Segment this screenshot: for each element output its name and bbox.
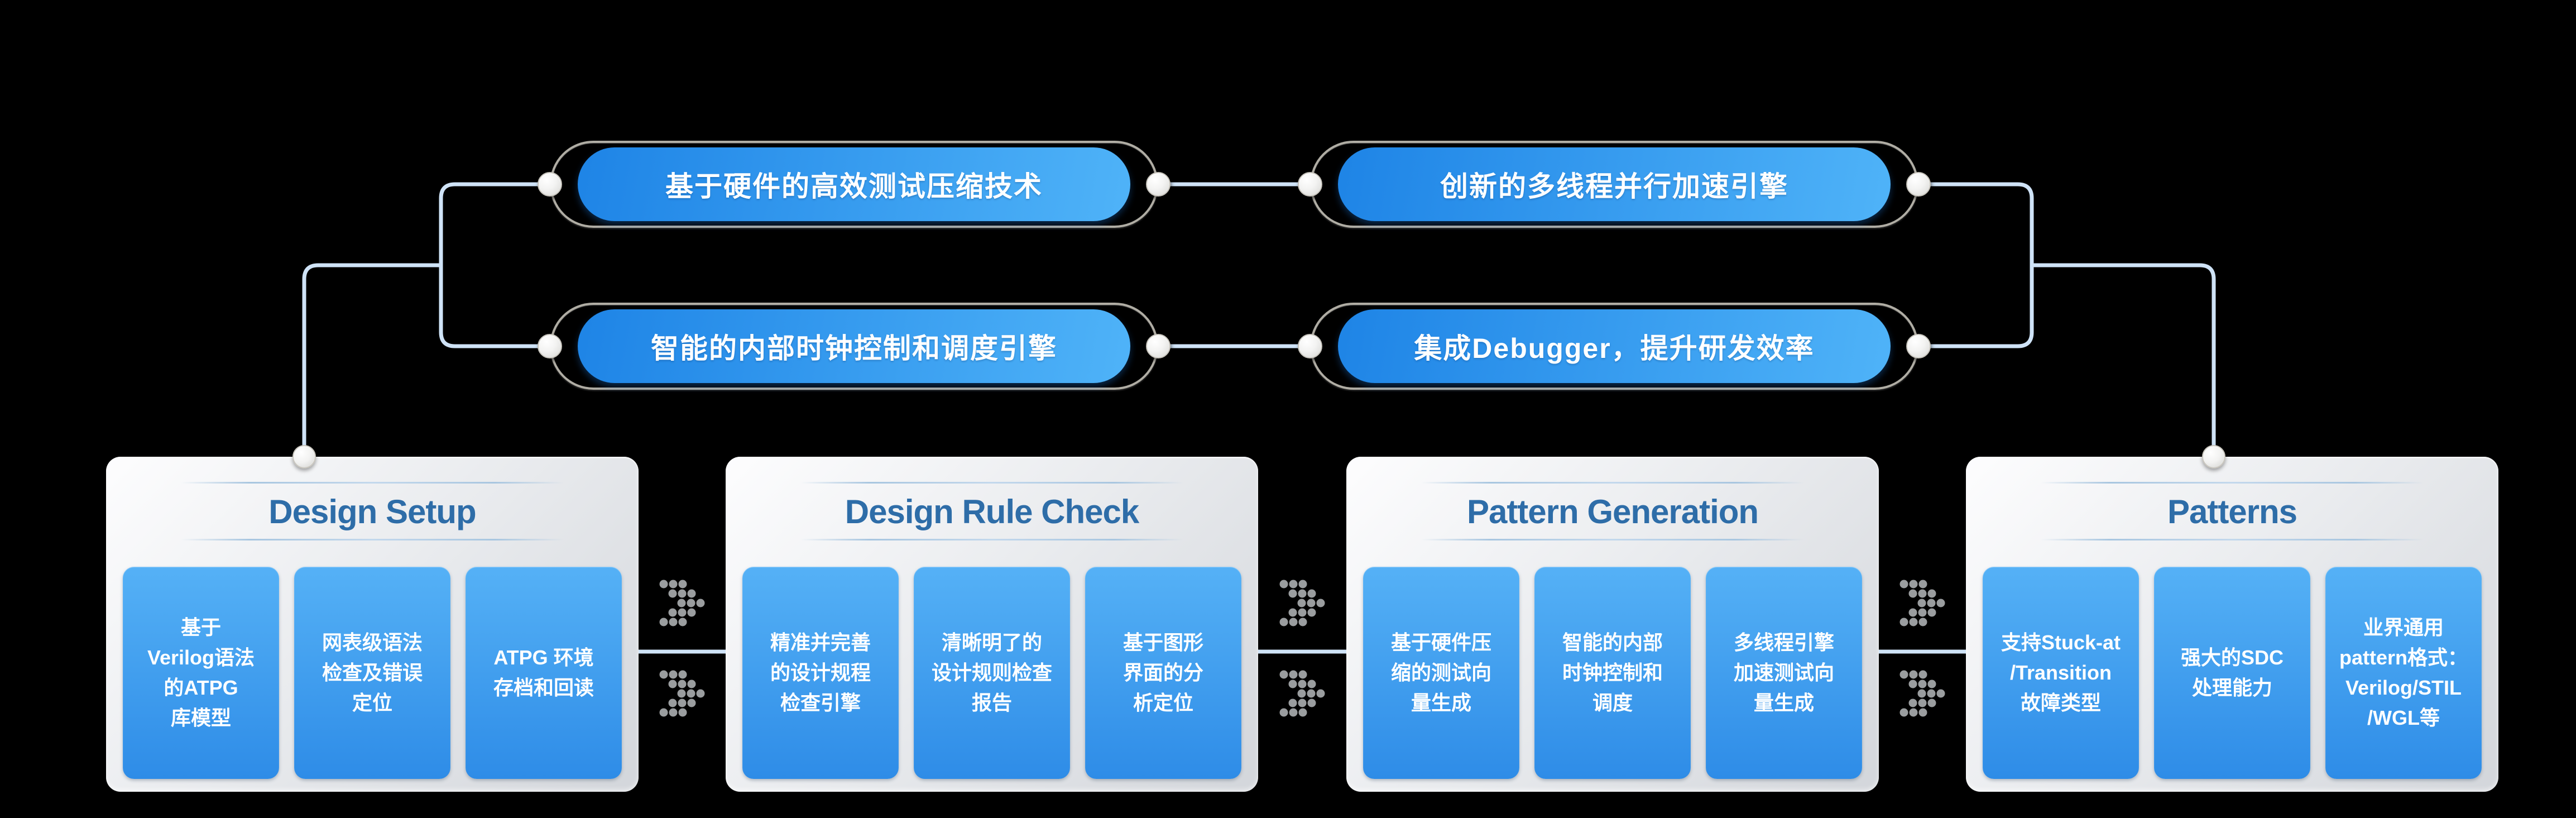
feature-item: 清晰明了的 设计规则检查 报告 [914,567,1070,779]
feature-item: 基于 Verilog语法 的ATPG 库模型 [123,567,279,779]
connector-node [1298,334,1322,358]
connector-node [1906,172,1931,197]
pill-integrated-debugger: 集成Debugger，提升研发效率 [1310,303,1918,390]
title-rule [2040,482,2424,484]
feature-item: 基于硬件压 缩的测试向 量生成 [1363,567,1519,779]
title-rule [180,539,564,540]
card-title: Pattern Generation [1466,492,1759,530]
card-design-rule-check: Design Rule Check 精准并完善 的设计规程 检查引擎 清晰明了的… [726,457,1258,792]
card-title: Design Rule Check [845,492,1140,530]
pill-label: 基于硬件的高效测试压缩技术 [665,171,1043,202]
card-pattern-generation: Pattern Generation 基于硬件压 缩的测试向 量生成 智能的内部… [1346,457,1879,792]
card-title: Design Setup [268,492,476,530]
title-rule [1421,482,1805,484]
pill-fill: 基于硬件的高效测试压缩技术 [578,147,1130,221]
pill-fill: 智能的内部时钟控制和调度引擎 [578,309,1130,383]
card-items: 精准并完善 的设计规程 检查引擎 清晰明了的 设计规则检查 报告 基于图形 界面… [742,567,1241,779]
wire-left-bracket [439,182,552,348]
card-items: 基于硬件压 缩的测试向 量生成 智能的内部 时钟控制和 调度 多线程引擎 加速测… [1363,567,1862,779]
wire-left-branch-to-design-setup [302,263,443,453]
connector-node [538,334,562,358]
feature-item: 强大的SDC 处理能力 [2154,567,2310,779]
card-title: Patterns [2167,492,2297,530]
card-pin [2202,445,2225,468]
title-rule [800,482,1184,484]
feature-item: 业界通用 pattern格式： Verilog/STIL /WGL等 [2325,567,2482,779]
connector-node [1906,334,1931,358]
title-rule [1421,539,1805,540]
pill-clock-control-engine: 智能的内部时钟控制和调度引擎 [550,303,1158,390]
connector-node [1146,172,1171,197]
feature-item: 多线程引擎 加速测试向 量生成 [1706,567,1862,779]
pill-label: 集成Debugger，提升研发效率 [1414,333,1815,364]
connector-node [1146,334,1171,358]
pill-hw-test-compression: 基于硬件的高效测试压缩技术 [550,141,1158,228]
title-rule [800,539,1184,540]
feature-item: 支持Stuck-at /Transition 故障类型 [1983,567,2139,779]
pill-label: 创新的多线程并行加速引擎 [1440,171,1788,202]
card-items: 支持Stuck-at /Transition 故障类型 强大的SDC 处理能力 … [1983,567,2482,779]
pill-fill: 创新的多线程并行加速引擎 [1338,147,1891,221]
card-design-setup: Design Setup 基于 Verilog语法 的ATPG 库模型 网表级语… [106,457,639,792]
title-rule [180,482,564,484]
wire-right-branch-to-patterns [2030,263,2216,453]
connector-node [538,172,562,197]
feature-item: 网表级语法 检查及错误 定位 [294,567,450,779]
pill-fill: 集成Debugger，提升研发效率 [1338,309,1891,383]
feature-item: 精准并完善 的设计规程 检查引擎 [742,567,899,779]
pill-multithread-acceleration: 创新的多线程并行加速引擎 [1310,141,1918,228]
feature-item: 基于图形 界面的分 析定位 [1085,567,1241,779]
connector-node [1298,172,1322,197]
feature-item: 智能的内部 时钟控制和 调度 [1534,567,1691,779]
wire-right-bracket [1916,182,2034,348]
card-patterns: Patterns 支持Stuck-at /Transition 故障类型 强大的… [1966,457,2498,792]
title-rule [2040,539,2424,540]
card-pin [292,445,316,468]
pill-label: 智能的内部时钟控制和调度引擎 [651,333,1057,364]
card-items: 基于 Verilog语法 的ATPG 库模型 网表级语法 检查及错误 定位 AT… [123,567,622,779]
feature-item: ATPG 环境 存档和回读 [466,567,622,779]
